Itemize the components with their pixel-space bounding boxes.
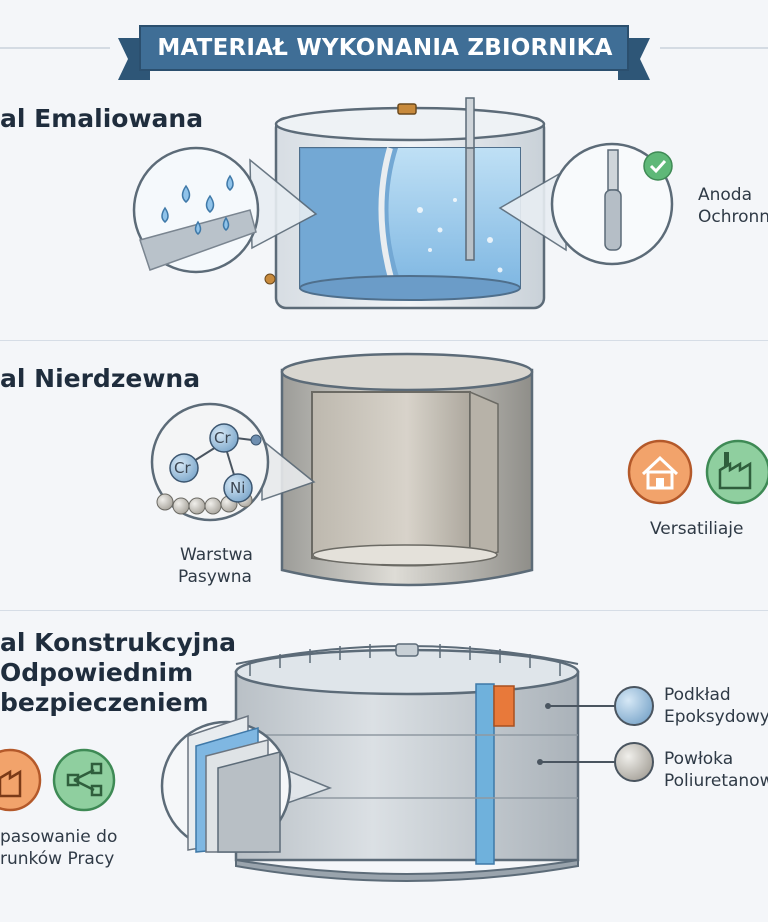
section-title-structural-line-1: al Konstrukcyjna (0, 628, 236, 657)
section-divider (0, 610, 768, 611)
polyurethane-swatch (614, 742, 654, 782)
section-title-stainless: al Nierdzewna (0, 364, 201, 393)
callout-lines (537, 703, 616, 765)
versatility-label: Versatiliaje (650, 519, 744, 539)
epoxy-swatch (614, 686, 654, 726)
passive-layer-label-line-1: Warstwa (180, 545, 253, 565)
adaptation-label-line-1: pasowanie do (0, 827, 118, 847)
coating-layers-icon (160, 714, 292, 853)
epoxy-label-line-1: Podkład (664, 685, 731, 705)
polyurethane-label-line-2: Poliuretanow (664, 771, 768, 791)
adaptation-label-line-2: runków Pracy (0, 849, 115, 869)
factory-icon (705, 439, 768, 505)
house-icon (627, 439, 693, 505)
chem-label-ni: Ni (230, 479, 245, 497)
factory-icon (0, 748, 42, 812)
anode-rod-icon (550, 142, 674, 266)
enamel-tank (264, 97, 546, 310)
chem-label-cr-left: Cr (174, 459, 191, 477)
chem-label-cr-top: Cr (214, 429, 231, 447)
section-divider (0, 340, 768, 341)
page-title: MATERIAŁ WYKONANIA ZBIORNIKA (157, 35, 613, 61)
network-icon (52, 748, 116, 812)
water-drops-icon (132, 146, 260, 274)
large-tank (234, 643, 580, 882)
section-title-enamel: al Emaliowana (0, 104, 204, 133)
section-title-structural-line-3: bezpieczeniem (0, 688, 209, 717)
anode-label-line-2: Ochronn (698, 207, 768, 227)
title-banner (118, 25, 650, 80)
anode-label-line-1: Anoda (698, 185, 753, 205)
epoxy-label-line-2: Epoksydowy (664, 707, 768, 727)
passive-layer-label-line-2: Pasywna (178, 567, 252, 587)
molecule-icon: Cr Cr Ni (150, 402, 270, 522)
check-icon (643, 151, 673, 181)
polyurethane-label-line-1: Powłoka (664, 749, 734, 769)
stainless-tank (280, 352, 534, 587)
section-title-structural-line-2: Odpowiednim (0, 658, 194, 687)
